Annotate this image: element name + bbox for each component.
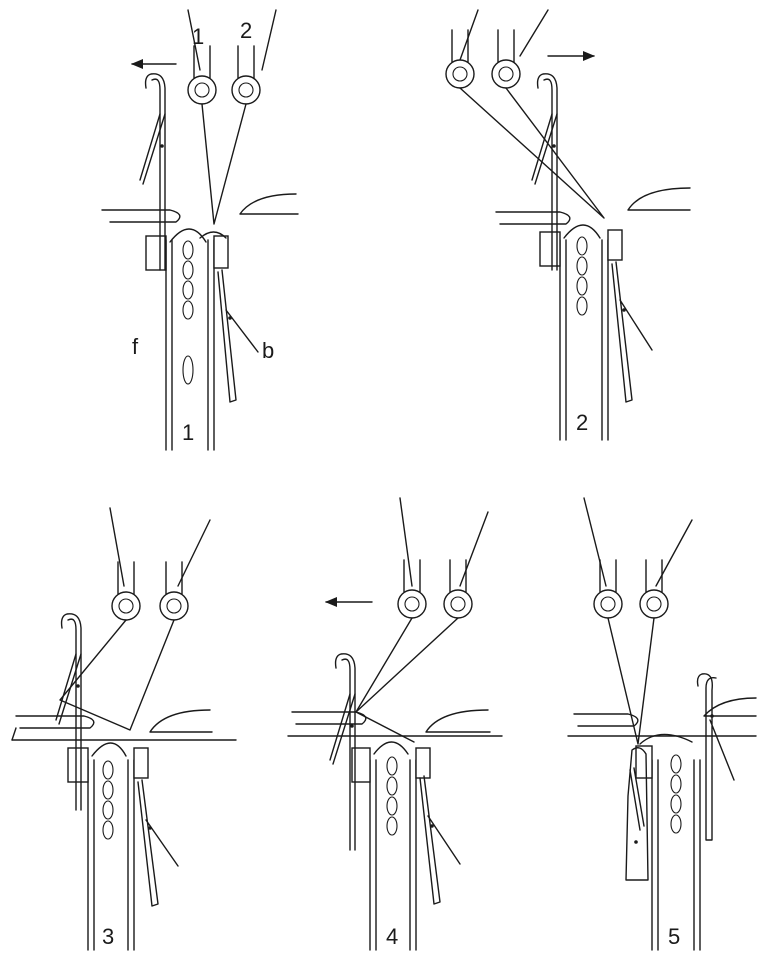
front-needle-bed [88,760,94,950]
fabric-loops [103,761,113,839]
step-number: 5 [668,924,680,949]
fabric-loops [671,755,681,833]
yarn-path [60,620,174,730]
right-plate [150,710,212,732]
yarn-feeder-1 [594,560,622,618]
step-number: 4 [386,924,398,949]
front-bed-label: f [132,334,139,359]
yarn-path [460,88,604,218]
panel-1: 1 2 f b 1 [102,10,298,450]
back-needle [698,674,735,840]
back-needle-bed [208,240,214,450]
front-needle-bed [166,240,172,450]
yarn-feeder-2-thread [262,10,276,70]
yarn-feeder-1 [398,560,426,618]
back-bed-label: b [262,338,274,363]
panel-3: 3 [12,508,236,950]
left-plate [496,212,570,224]
yarn-path [356,618,458,742]
yarn-feeder-1 [112,562,140,620]
feeder-1-label: 1 [192,24,204,49]
back-needle [138,780,178,906]
yarn-feeder-2 [232,46,260,104]
back-needle [218,270,258,402]
yarn-feeder-2 [492,30,520,88]
feeder-2-label: 2 [240,18,252,43]
fabric-loops [577,237,587,315]
back-needle-bed [694,760,700,950]
back-needle [420,776,460,904]
back-needle-bed [128,760,134,950]
left-plate [574,714,638,726]
yarn-path [608,618,654,744]
back-needle-bed [602,240,608,440]
left-plate [102,210,180,222]
panel-5: 5 [568,498,756,950]
back-needle-bed [410,760,416,950]
panel-2: 2 [446,10,690,440]
step-number: 2 [576,410,588,435]
step-number: 3 [102,924,114,949]
front-needle-bed [560,240,566,440]
right-plate [628,188,690,210]
yarn-feeder-2 [160,562,188,620]
fabric-loops [387,757,397,835]
yarn-feeder-2 [640,560,668,618]
right-plate [240,194,298,214]
panel-4: 4 [288,498,502,950]
yarn-path [202,104,246,224]
yarn-feeder-1 [188,46,216,104]
fabric-loops [183,241,193,319]
back-needle [612,262,652,402]
front-needle-bed [370,760,376,950]
front-needle-bed [652,760,658,950]
right-plate [426,710,490,732]
yarn-feeder-2 [444,560,472,618]
step-number: 1 [182,420,194,445]
front-needle [330,654,355,850]
